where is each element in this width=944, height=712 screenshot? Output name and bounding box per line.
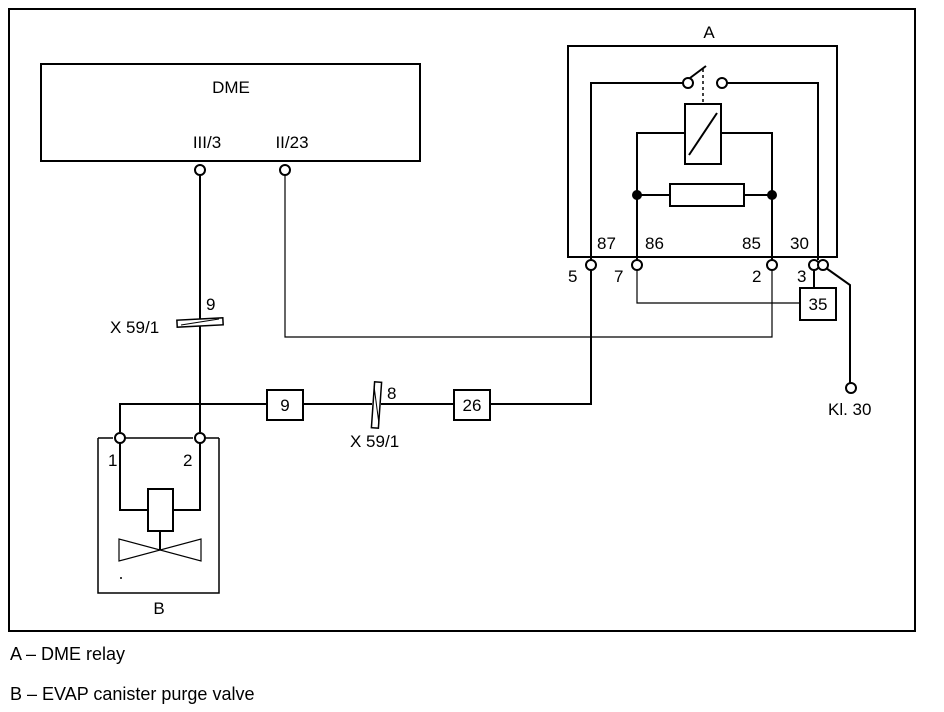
valve-terminal-1 bbox=[114, 432, 126, 444]
dme-terminal-iii-3 bbox=[194, 164, 206, 176]
valve-symbol bbox=[118, 538, 202, 562]
diagram-frame bbox=[8, 8, 916, 632]
connector-upper-label: X 59/1 bbox=[110, 318, 159, 337]
connector-upper-pin: 9 bbox=[206, 295, 215, 314]
dme-pin-iii-3: III/3 bbox=[193, 133, 221, 152]
relay-term-7: 7 bbox=[614, 267, 623, 286]
connector-lower-label: X 59/1 bbox=[350, 432, 399, 451]
relay-term-3: 3 bbox=[797, 267, 806, 286]
relay-switch-contact-left bbox=[682, 77, 694, 89]
box-35-label: 35 bbox=[809, 295, 828, 314]
valve-title: B bbox=[153, 599, 164, 618]
relay-term-5: 5 bbox=[568, 267, 577, 286]
wire-kl30 bbox=[825, 267, 851, 383]
legend-a: A – DME relay bbox=[10, 644, 126, 664]
kl30-terminal bbox=[845, 382, 857, 394]
wire-valve-to-relay bbox=[119, 403, 267, 432]
relay-switch-contact-right bbox=[716, 77, 728, 89]
relay-terminal-2 bbox=[766, 259, 778, 271]
wire-relay-7-to-35 bbox=[636, 270, 800, 304]
relay-pin-87: 87 bbox=[597, 234, 616, 253]
box-9-label: 9 bbox=[280, 396, 289, 415]
relay-switch-blade bbox=[689, 65, 707, 79]
connector-lower-pin: 8 bbox=[387, 384, 396, 403]
valve-coil-wire bbox=[119, 443, 148, 511]
relay-terminal-3b bbox=[817, 259, 829, 271]
relay-resistor bbox=[669, 183, 745, 207]
kl30-label: Kl. 30 bbox=[828, 400, 871, 419]
relay-pin-85: 85 bbox=[742, 234, 761, 253]
valve-pin-2: 2 bbox=[183, 451, 192, 470]
relay-title: A bbox=[703, 23, 715, 42]
valve-box bbox=[97, 438, 220, 594]
legend-b: B – EVAP canister purge valve bbox=[10, 684, 255, 704]
valve-terminal-2 bbox=[194, 432, 206, 444]
relay-pin-30: 30 bbox=[790, 234, 809, 253]
valve-solenoid bbox=[147, 488, 174, 532]
dme-title: DME bbox=[212, 78, 250, 97]
relay-term-2: 2 bbox=[752, 267, 761, 286]
dme-terminal-ii-23 bbox=[279, 164, 291, 176]
relay-terminal-7 bbox=[631, 259, 643, 271]
relay-pin-86: 86 bbox=[645, 234, 664, 253]
box-35 bbox=[799, 287, 837, 321]
box-26-label: 26 bbox=[463, 396, 482, 415]
relay-terminal-5 bbox=[585, 259, 597, 271]
dme-box bbox=[40, 63, 421, 162]
relay-box bbox=[567, 45, 838, 258]
valve-pin-1: 1 bbox=[108, 451, 117, 470]
box-9 bbox=[266, 389, 304, 421]
dme-pin-ii-23: II/23 bbox=[275, 133, 308, 152]
